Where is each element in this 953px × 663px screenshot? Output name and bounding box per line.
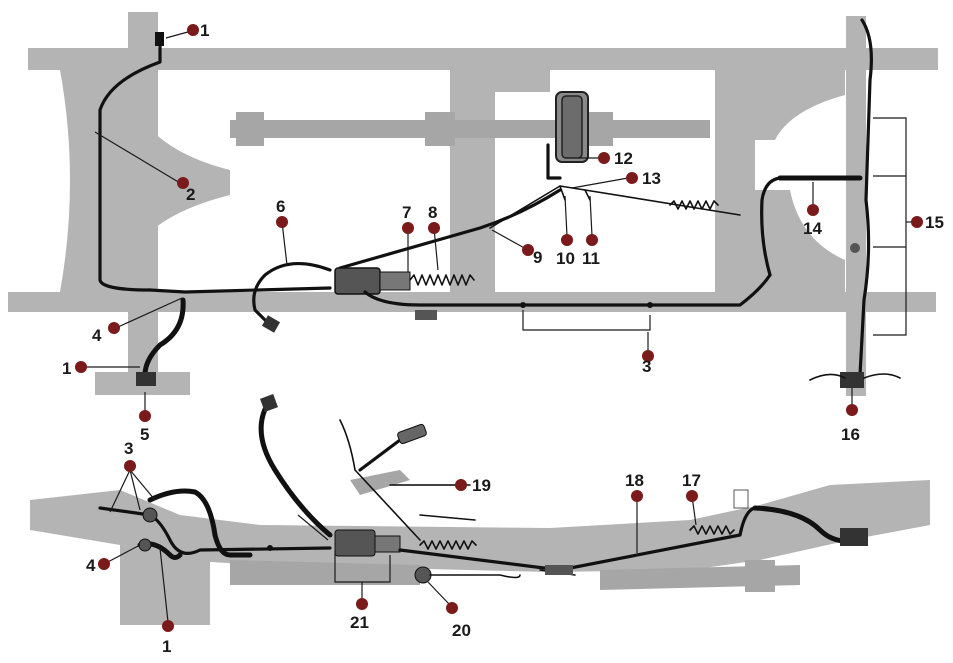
callout-1-mid: 1 [62,359,87,378]
callout-label: 18 [625,471,644,490]
callout-label: 21 [350,613,369,632]
callout-7: 7 [402,203,414,234]
callout-4-bottom: 4 [86,556,110,575]
callout-label: 1 [162,637,171,656]
leader-lines [84,29,912,623]
callout-15: 15 [911,213,944,232]
callout-label: 19 [472,476,491,495]
callout-label: 7 [402,203,411,222]
top-chassis-frame [8,12,938,396]
callout-label: 20 [452,621,471,640]
callout-21: 21 [350,598,369,632]
bottom-brake-lines [98,394,868,584]
callout-label: 13 [642,169,661,188]
callout-label: 3 [124,439,133,458]
callout-20: 20 [446,602,471,640]
callout-8: 8 [428,203,440,234]
callout-label: 2 [186,185,195,204]
callout-label: 4 [92,326,102,345]
callout-4-top: 4 [92,322,120,345]
brake-drum-assembly [546,91,589,180]
callout-label: 1 [62,359,71,378]
callout-label: 12 [614,149,633,168]
top-brake-lines [98,18,901,388]
callout-label: 16 [841,425,860,444]
callout-label: 15 [925,213,944,232]
callout-label: 10 [556,249,575,268]
callout-label: 9 [533,248,542,267]
callout-1-bottom: 1 [162,620,174,656]
callout-label: 4 [86,556,96,575]
callout-12: 12 [598,149,633,168]
callout-5: 5 [139,410,151,444]
callout-label: 11 [582,249,600,268]
callout-label: 3 [642,357,651,376]
callout-3-bottom: 3 [124,439,136,472]
callout-19: 19 [455,476,491,495]
callout-label: 14 [803,219,822,238]
callout-1-top: 1 [187,21,209,40]
callout-9: 9 [522,244,542,267]
callout-17: 17 [682,471,701,502]
callout-11: 11 [582,234,600,268]
callout-2: 2 [177,177,195,204]
callout-3-top: 3 [642,350,654,376]
callout-label: 1 [200,21,209,40]
callout-label: 6 [276,197,285,216]
callout-label: 8 [428,203,437,222]
callout-10: 10 [556,234,575,268]
callout-16: 16 [841,404,860,444]
callout-13: 13 [626,169,661,188]
callout-18: 18 [625,471,644,502]
callout-label: 5 [140,425,149,444]
callout-14: 14 [803,204,822,238]
callout-label: 17 [682,471,701,490]
callout-6: 6 [276,197,288,228]
